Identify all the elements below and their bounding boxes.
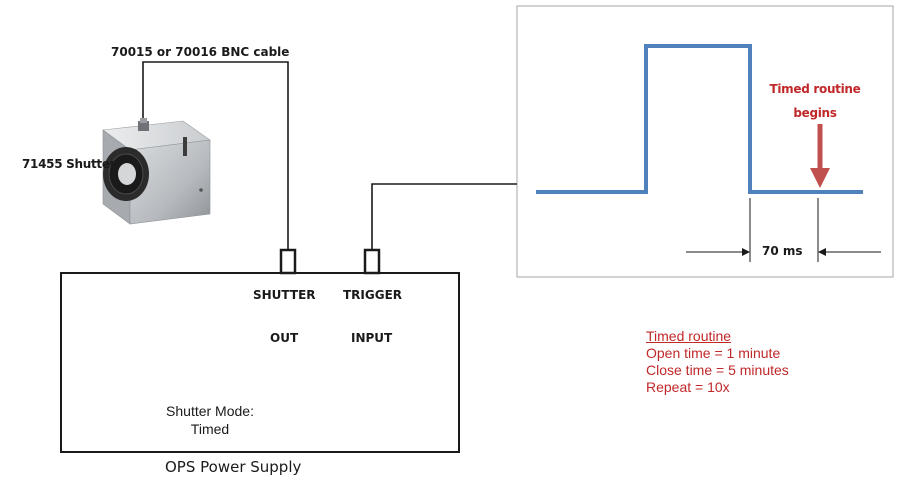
shutter-device-label: 71455 Shutter — [22, 157, 115, 171]
routine-start-line1: Timed routine — [745, 77, 885, 101]
routine-start-annotation: Timed routine begins — [745, 77, 885, 125]
shutter-port-name: SHUTTER — [253, 288, 316, 302]
shutter-mode-label: Shutter Mode: — [150, 402, 270, 420]
shutter-out-connector — [281, 250, 295, 273]
cable-label: 70015 or 70016 BNC cable — [111, 45, 289, 59]
shutter-mode: Shutter Mode: Timed — [150, 402, 270, 438]
trigger-port-name: TRIGGER — [343, 288, 402, 302]
open-time-line: Open time = 1 minute — [646, 345, 789, 362]
power-supply-name: OPS Power Supply — [165, 458, 301, 476]
trigger-cable — [372, 184, 517, 250]
delay-label: 70 ms — [762, 244, 803, 258]
close-time-line: Close time = 5 minutes — [646, 362, 789, 379]
timed-routine-settings: Timed routine Open time = 1 minute Close… — [646, 328, 789, 396]
shutter-port-direction: OUT — [270, 331, 298, 345]
trigger-input-connector — [365, 250, 379, 273]
timed-routine-title: Timed routine — [646, 328, 789, 345]
trigger-port-direction: INPUT — [351, 331, 392, 345]
shutter-mode-value: Timed — [150, 420, 270, 438]
repeat-line: Repeat = 10x — [646, 379, 789, 396]
routine-start-line2: begins — [745, 101, 885, 125]
shutter-device-image — [103, 118, 210, 224]
